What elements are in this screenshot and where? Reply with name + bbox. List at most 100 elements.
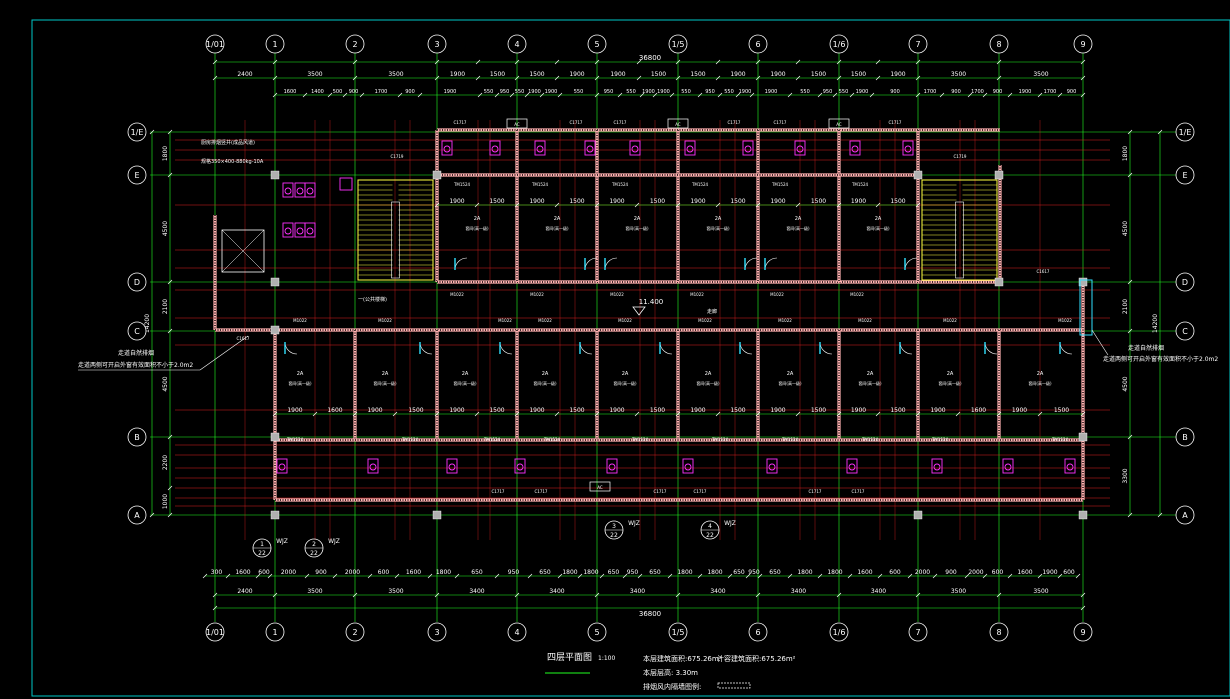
- dim-bottom-row1-label-1: 1600: [235, 569, 250, 576]
- fixture-bottom-2-bowl: [448, 463, 456, 471]
- elevator-x2: [221, 229, 265, 273]
- dim-bottom-row1-label-0: 300: [211, 569, 223, 576]
- room-top-sub-0: 套间(高一级): [465, 225, 489, 231]
- win-top-2: C1717: [614, 120, 627, 125]
- axis-bottom-0-label: 1/01: [206, 628, 224, 637]
- room-layer: 2A套间(高一级)2A套间(高一级)2A套间(高一级)2A套间(高一级)2A套间…: [221, 118, 1093, 520]
- drawing-scale: 1:100: [598, 655, 615, 662]
- dim-bottom-row2-tick-0: [212, 592, 218, 598]
- room-dim-bottom-label-1: 1600: [327, 407, 342, 414]
- door-swing-bottom-0: [284, 341, 298, 355]
- dim-top-row2-label-32: 1700: [1044, 89, 1057, 95]
- dim-bottom-row1-tick-8: [427, 573, 433, 579]
- room-dim-bottom-tick-14: [836, 411, 842, 417]
- axis-top-0-circle: [205, 34, 225, 54]
- room-dim-top-tick-4: [594, 202, 600, 208]
- dim-bottom-row1-label-8: 1800: [436, 569, 451, 576]
- axis-bottom-2-label: 2: [352, 628, 357, 637]
- room-bottom-label-3: 2A: [542, 371, 549, 377]
- dim-bottom-row1-label-30: 1600: [1017, 569, 1032, 576]
- fixture-top-4-box: [629, 140, 641, 156]
- axis-bottom-10-circle: [989, 622, 1009, 642]
- win-bottom-4: C1717: [809, 489, 822, 494]
- dim-top-row2-tick-27: [915, 92, 921, 98]
- dim-top-row2-tick-10: [524, 92, 530, 98]
- tm-bottom-4: TM1524: [631, 437, 649, 442]
- room-dim-bottom-label-2: 1900: [367, 407, 382, 414]
- dim-right-label-1: 4500: [1122, 221, 1129, 236]
- axis-top-10-label: 8: [996, 40, 1001, 49]
- dim-left-tick-2: [167, 279, 173, 285]
- dim-bottom-row1-label-13: 1800: [583, 569, 598, 576]
- room-top-label-2: 2A: [634, 216, 641, 222]
- section-ref-1-num: 2: [312, 541, 316, 548]
- axis-top-1-label: 1: [272, 40, 277, 49]
- fixture-left-box: [339, 177, 353, 191]
- dim-top-row2-tick-1: [302, 92, 308, 98]
- fixture-left-1-box: [294, 182, 306, 198]
- room-bottom-label-1: 2A: [382, 371, 389, 377]
- axis-bottom-5-label: 5: [594, 628, 599, 637]
- overall-dim-top: 36800: [639, 54, 661, 62]
- room-dim-bottom-tick-13: [795, 411, 801, 417]
- door-swing-bottom-6: [819, 341, 833, 355]
- fixture-bottom-10-bowl: [1004, 463, 1012, 471]
- dim-bottom-row1-tick-23: [817, 573, 823, 579]
- right-end-window: [1079, 279, 1093, 336]
- dim-bottom-row1-label-23: 1800: [827, 569, 842, 576]
- dim-top-row2-label-30: 900: [993, 89, 1003, 95]
- room-top-label-5: 2A: [875, 216, 882, 222]
- dim-bottom-row1-label-24: 1600: [857, 569, 872, 576]
- dim-left-label-2: 2100: [162, 299, 169, 314]
- fixture-left-2-box: [304, 182, 316, 198]
- axis-bottom-9-label: 7: [915, 628, 920, 637]
- fixture-bottom-1-bowl: [369, 463, 377, 471]
- top-overall-tick-7: [594, 59, 600, 65]
- dim-top-row2-tick-32: [1037, 92, 1043, 98]
- dim-bottom-row1-tick-30: [1007, 573, 1013, 579]
- dim-top-row2-tick-3: [342, 92, 348, 98]
- win-bottom-0: C1717: [492, 489, 505, 494]
- fixture-left-3-box: [282, 222, 294, 238]
- dim-bottom-row1-tick-1: [225, 573, 231, 579]
- top-overall-tick-5: [514, 59, 520, 65]
- dim-bottom-row2-label-8: 3400: [871, 588, 886, 595]
- dim-top-row2-tick-0: [272, 92, 278, 98]
- dim-top-row1-label-16: 3500: [1033, 71, 1048, 78]
- dim-bottom-row1-label-31: 1900: [1042, 569, 1057, 576]
- axis-top-11-label: 9: [1080, 40, 1085, 49]
- dim-bottom-row2-label-2: 3500: [388, 588, 403, 595]
- axis-top-8-circle: [829, 34, 849, 54]
- door-bottom-2: M1022: [498, 318, 512, 323]
- axis-top-4-circle: [507, 34, 527, 54]
- dim-bottom-row1-label-4: 900: [315, 569, 327, 576]
- top-overall-tick-12: [795, 59, 801, 65]
- right-smoke-leader: [1091, 329, 1109, 356]
- dim-top-row2-label-27: 1700: [924, 89, 937, 95]
- tm-bottom-9: TM1524: [1051, 437, 1069, 442]
- fixture-top-9-bowl: [904, 145, 912, 153]
- axis-top-6-label: 1/5: [672, 40, 685, 49]
- dim-bottom-row1-label-3: 2000: [281, 569, 296, 576]
- room-dim-bottom-label-6: 1900: [529, 407, 544, 414]
- axis-top-9-circle: [908, 34, 928, 54]
- grid-layer: [150, 52, 1180, 622]
- room-bottom-label-0: 2A: [297, 371, 304, 377]
- dim-top-row1-tick-12: [795, 75, 801, 81]
- dim-bottom-row1-label-9: 650: [471, 569, 483, 576]
- dim-bottom-row1-tick-16: [637, 573, 643, 579]
- axis-bottom-11-circle: [1073, 622, 1093, 642]
- section-ref-3-sheet: 22: [706, 532, 714, 539]
- dim-bottom-row1-tick-27: [932, 573, 938, 579]
- tm-top-1: TM1524: [531, 182, 549, 187]
- dim-bottom-row1-label-11: 650: [539, 569, 551, 576]
- dim-bottom-row1-tick-7: [394, 573, 400, 579]
- dim-top-row1-label-2: 3500: [388, 71, 403, 78]
- dim-top-row2-label-0: 1600: [284, 89, 297, 95]
- tm-top-4: TM1524: [771, 182, 789, 187]
- axis-bottom-11-label: 9: [1080, 628, 1085, 637]
- dim-bottom-row1-tick-10: [494, 573, 500, 579]
- dim-bottom-row2-tick-8: [836, 592, 842, 598]
- column-0: [270, 170, 280, 180]
- axis-right-3-label: C: [1182, 327, 1188, 336]
